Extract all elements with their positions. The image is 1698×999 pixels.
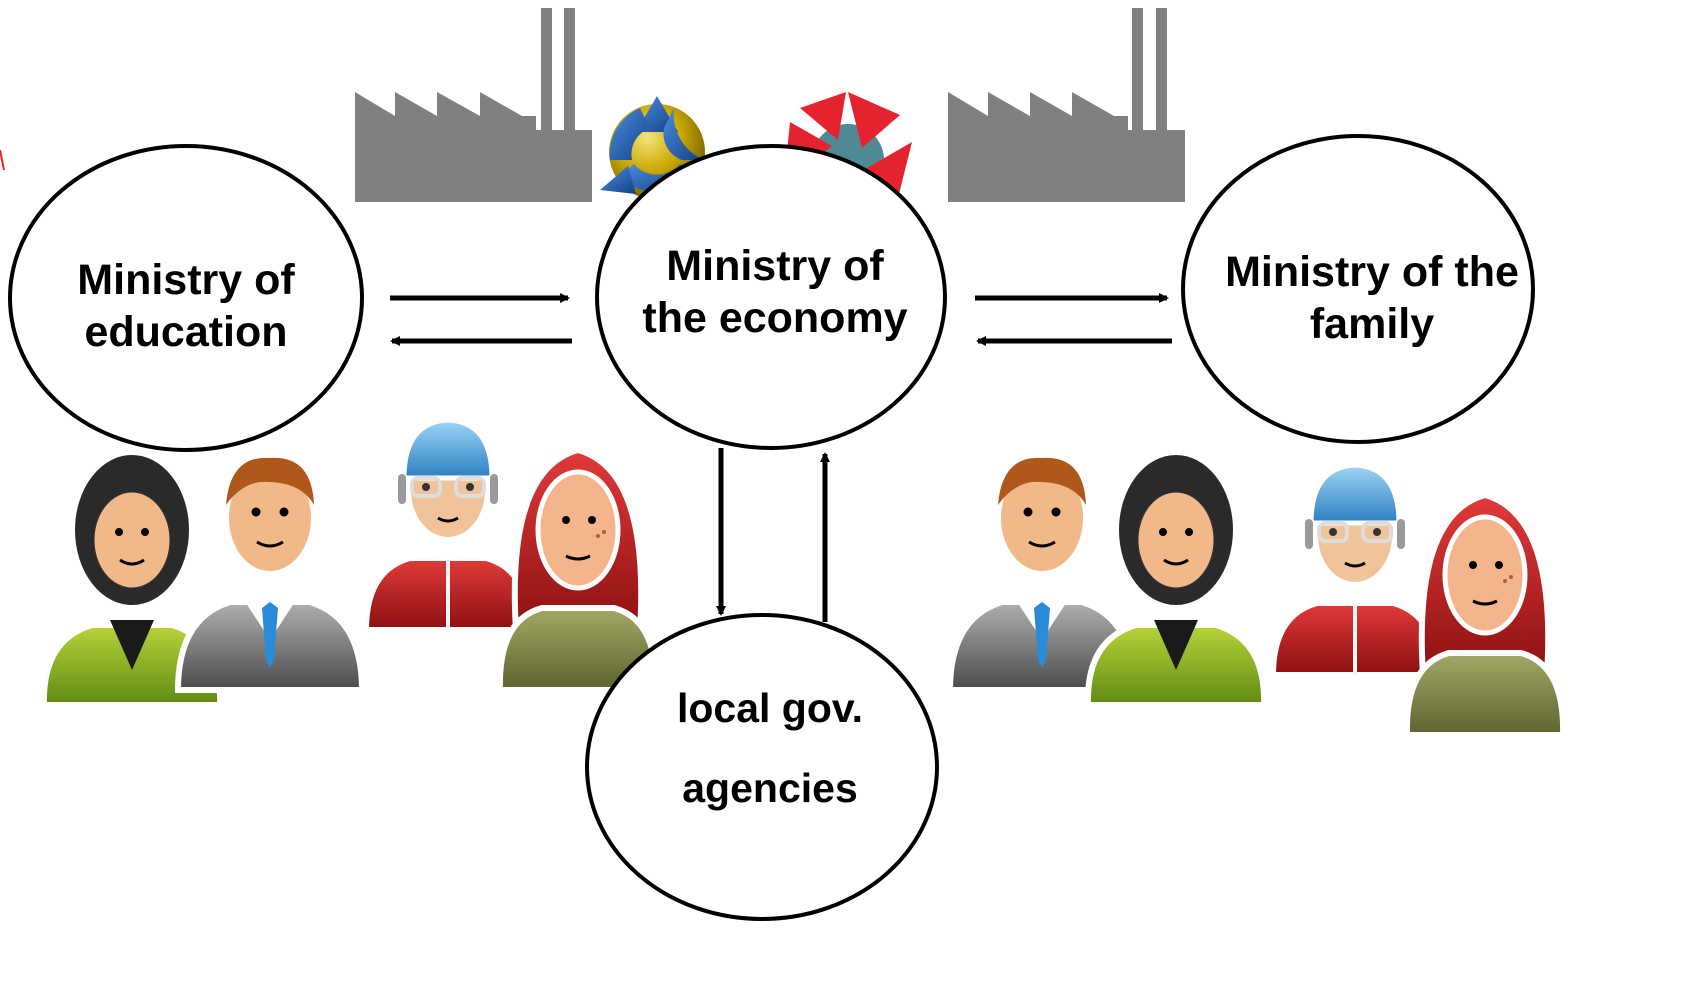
node-ministry-of-the-family: Ministry of the family — [1181, 134, 1535, 444]
node-ministry-of-education-line-2: education — [84, 308, 287, 356]
node-local-gov-agencies: local gov. agencies — [585, 613, 939, 921]
node-ministry-of-education: Ministry of education — [8, 144, 364, 452]
factory-icon-left — [355, 8, 592, 202]
edges — [390, 293, 1172, 622]
node-ministry-of-the-family-line-1: Ministry of the — [1225, 248, 1519, 296]
people-group-center-icon — [366, 420, 656, 690]
people-group-right-icon — [950, 452, 1563, 735]
people-group-left-icon — [44, 452, 362, 705]
node-ministry-of-education-line-1: Ministry of — [77, 256, 295, 304]
node-local-gov-agencies-line-1: local gov. — [677, 685, 863, 731]
factory-icon-right — [948, 8, 1185, 202]
node-ministry-of-the-family-line-2: family — [1310, 300, 1434, 348]
node-local-gov-agencies-line-2: agencies — [682, 765, 858, 811]
node-ministry-of-the-economy-line-1: Ministry of — [666, 242, 884, 290]
stray-red-mark — [0, 149, 5, 171]
node-ministry-of-the-economy-line-2: the economy — [642, 294, 907, 342]
node-ministry-of-the-economy: Ministry of the economy — [595, 144, 947, 450]
